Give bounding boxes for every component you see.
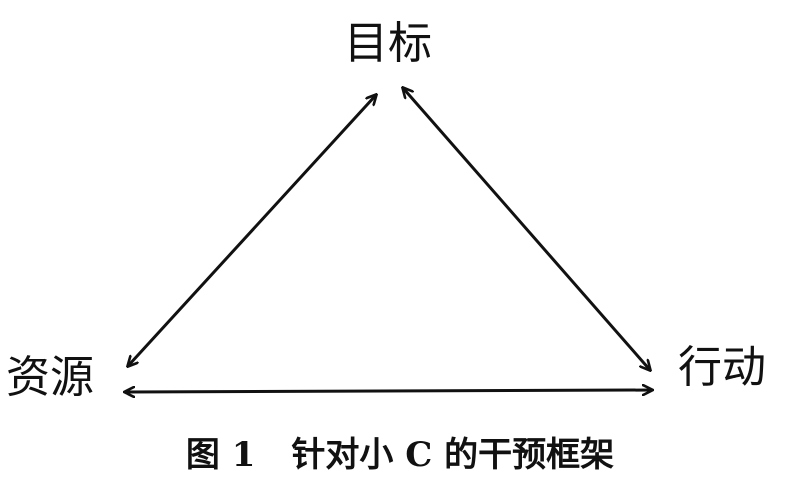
- node-action: 行动: [678, 342, 766, 393]
- figure-caption: 图 1 针对小 C 的干预框架: [0, 438, 800, 472]
- edge-resource-action-arrow: [125, 390, 652, 392]
- figure-number: 图 1: [185, 435, 256, 475]
- node-goal: 目标: [344, 18, 432, 69]
- node-resource: 资源: [6, 352, 94, 403]
- edge-goal-resource-arrow: [128, 95, 376, 366]
- figure-title: 针对小 C 的干预框架: [291, 435, 615, 475]
- edge-goal-action-arrow: [403, 88, 650, 370]
